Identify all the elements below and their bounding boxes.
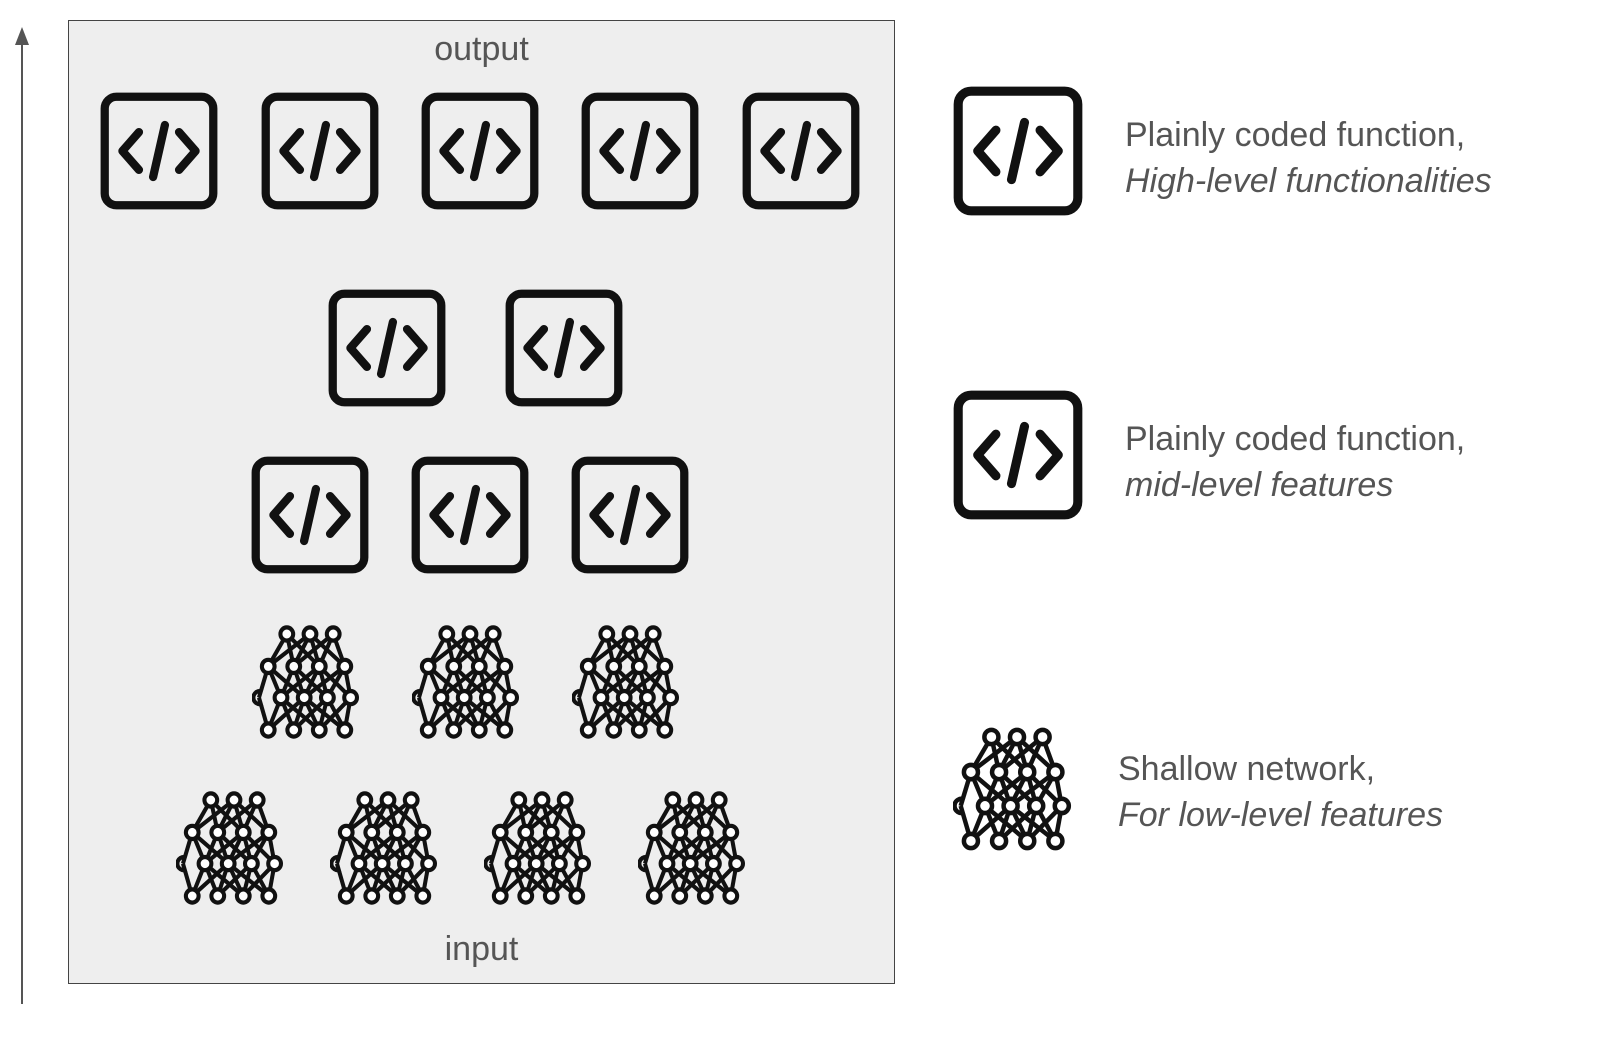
code-function-icon: [505, 289, 623, 412]
axis-arrow-head-icon: [15, 27, 29, 45]
legend-subtitle: High-level functionalities: [1125, 162, 1492, 200]
code-function-icon: [100, 92, 218, 215]
legend-title: Plainly coded function,: [1125, 420, 1466, 458]
shallow-network-icon: [329, 788, 446, 913]
code-function-icon: [261, 92, 379, 215]
input-label: input: [444, 930, 519, 968]
legend-code-icon: [953, 390, 1083, 525]
legend-text-high: Plainly coded function, High-level funct…: [1125, 112, 1492, 204]
shallow-network-icon: [251, 622, 368, 747]
legend-title: Plainly coded function,: [1125, 116, 1466, 154]
axis-arrow-line: [21, 40, 23, 1004]
shallow-network-icon: [411, 622, 528, 747]
legend-code-icon: [953, 86, 1083, 221]
code-function-icon: [742, 92, 860, 215]
shallow-network-icon: [483, 788, 600, 913]
shallow-network-icon: [637, 788, 754, 913]
legend-subtitle: mid-level features: [1125, 466, 1394, 504]
shallow-network-icon: [571, 622, 688, 747]
code-function-icon: [571, 456, 689, 579]
legend-network-icon: [952, 724, 1081, 859]
legend-title: Shallow network,: [1118, 750, 1376, 788]
legend-subtitle: For low-level features: [1118, 796, 1444, 834]
shallow-network-icon: [175, 788, 292, 913]
code-function-icon: [251, 456, 369, 579]
legend-text-mid: Plainly coded function, mid-level featur…: [1125, 416, 1465, 508]
code-function-icon: [411, 456, 529, 579]
output-label: output: [434, 30, 529, 68]
code-function-icon: [421, 92, 539, 215]
code-function-icon: [328, 289, 446, 412]
legend-text-low: Shallow network, For low-level features: [1118, 746, 1443, 838]
code-function-icon: [581, 92, 699, 215]
